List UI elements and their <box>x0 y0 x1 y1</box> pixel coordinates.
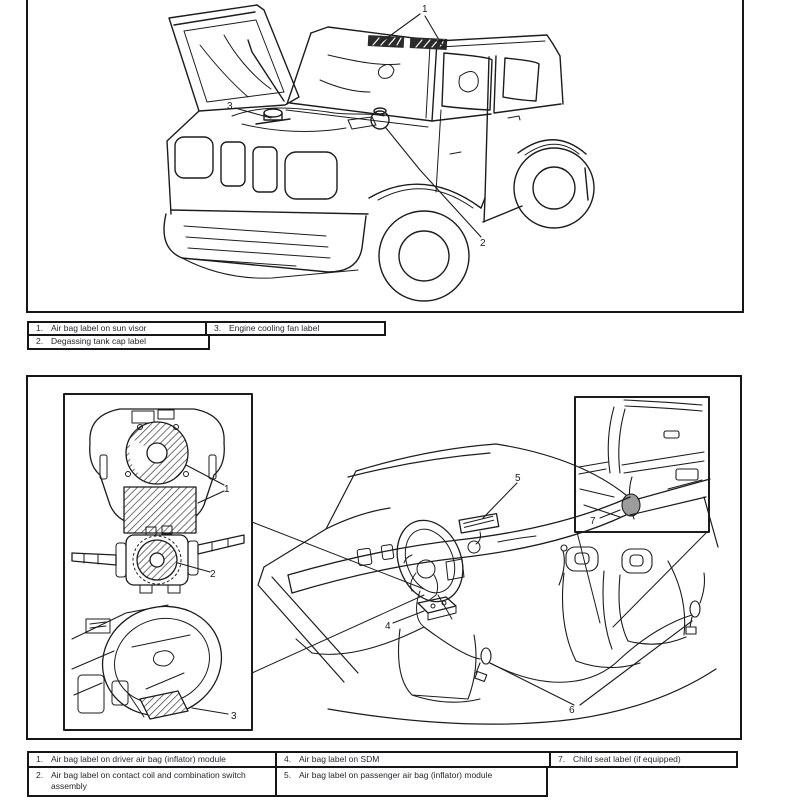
vehicle-exterior-illustration: 1 3 2 <box>163 4 595 302</box>
contact-coil-switch-view <box>71 525 245 594</box>
passenger-airbag-module <box>458 512 500 554</box>
front-wheel <box>368 183 486 302</box>
steering-wheel-main <box>396 519 464 628</box>
callout-1: 1 <box>422 4 428 15</box>
sdm-module <box>417 596 457 621</box>
callout-2: 2 <box>210 569 216 580</box>
front-bumper <box>163 209 369 279</box>
figure-exterior-labels-frame: 1 3 2 <box>26 0 744 313</box>
radiator-cap <box>255 108 291 125</box>
figure2-callouts <box>392 482 693 706</box>
legend-row: 2. Air bag label on contact coil and com… <box>27 766 548 797</box>
callout-3: 3 <box>231 711 237 722</box>
inset-pointer-lines <box>251 521 425 674</box>
cabin-outline <box>257 443 719 725</box>
callout-5: 5 <box>515 473 521 484</box>
rear-wheel <box>482 139 595 229</box>
callout-7: 7 <box>590 516 596 527</box>
roof <box>436 34 554 48</box>
inset-pointer-lines <box>576 531 708 628</box>
dashboard <box>287 496 631 594</box>
callout-3: 3 <box>227 101 233 112</box>
legend-item-2: 2. Degassing tank cap label <box>27 334 210 350</box>
right-inset-frame <box>574 396 710 533</box>
callout-1: 1 <box>224 484 230 495</box>
degassing-tank-cap <box>370 107 390 130</box>
child-seat-label-view <box>578 399 705 520</box>
callout-4: 4 <box>385 621 391 632</box>
steering-column-view <box>71 604 229 720</box>
figure1-callouts <box>234 13 482 238</box>
legend-item-3: 3. Engine cooling fan label <box>205 321 386 336</box>
left-inset-frame <box>63 393 253 731</box>
engine-bay <box>231 107 385 132</box>
doors <box>431 56 562 199</box>
figure-interior-labels-frame: 1 2 3 4 5 6 7 <box>26 375 742 740</box>
open-hood <box>168 4 300 112</box>
seat-belt-harness <box>295 572 706 683</box>
legend-item-2: 2. Air bag label on contact coil and com… <box>27 766 277 797</box>
grille-and-headlamps <box>166 110 338 215</box>
vehicle-interior-illustration: 1 2 3 4 5 6 7 <box>63 393 719 731</box>
legend-item-7: 7. Child seat label (if equipped) <box>549 751 738 768</box>
side-windows <box>441 43 564 113</box>
seats <box>397 544 687 703</box>
callout-2: 2 <box>480 238 486 249</box>
legend-row: 1. Air bag label on driver air bag (infl… <box>27 751 738 768</box>
driver-airbag-module-view <box>89 408 225 534</box>
legend-row: 1. Air bag label on sun visor 3. Engine … <box>27 321 386 336</box>
callout-6: 6 <box>569 705 575 716</box>
legend-row: 2. Degassing tank cap label <box>27 334 210 350</box>
legend-item-5: 5. Air bag label on passenger air bag (i… <box>275 766 548 797</box>
